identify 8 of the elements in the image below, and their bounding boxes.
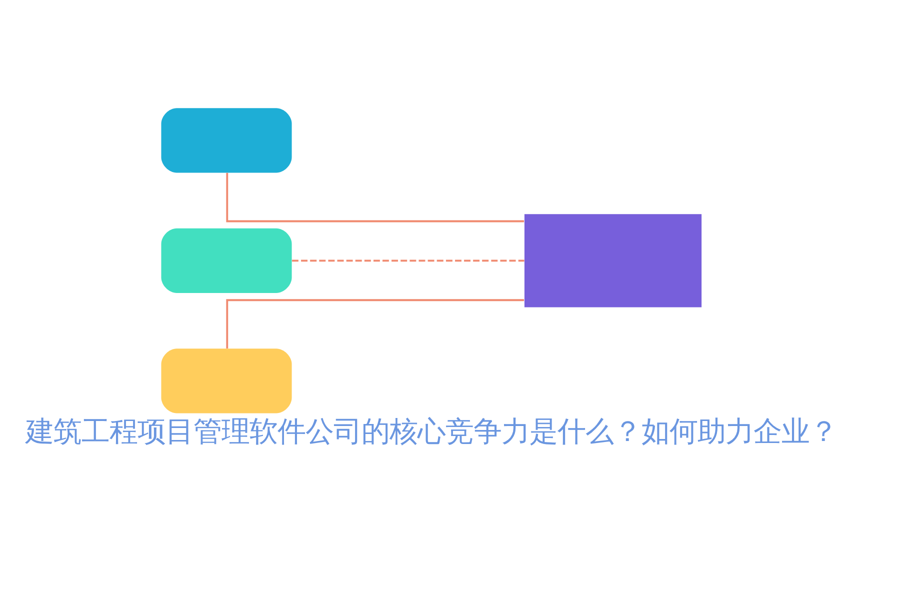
connector xyxy=(226,172,524,222)
connector xyxy=(226,299,524,349)
node-box xyxy=(524,214,702,308)
node-box xyxy=(161,228,292,294)
node-box xyxy=(161,108,292,173)
node-box xyxy=(161,348,292,414)
diagram-title: 建筑工程项目管理软件公司的核心竞争力是什么？如何助力企业？ xyxy=(25,415,838,448)
connector xyxy=(292,260,524,262)
